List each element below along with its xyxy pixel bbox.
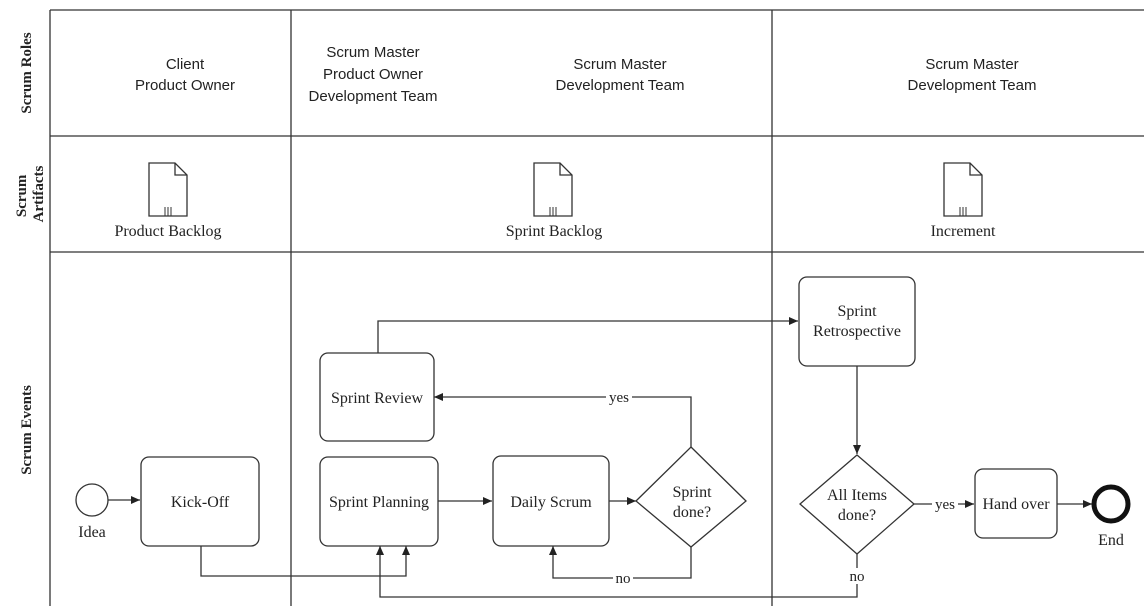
daily-scrum-label: Daily Scrum (510, 494, 592, 511)
sprint-done-gateway (635, 446, 747, 548)
retrospective-label: Retrospective (813, 323, 901, 340)
end-label: End (1098, 532, 1124, 549)
role-text: Client (166, 56, 205, 73)
increment-label: Increment (931, 223, 996, 240)
edge-label-no: no (616, 571, 631, 587)
roles-sprint-planning: Scrum Master Product Owner Development T… (309, 44, 438, 105)
all-items-label: done? (838, 507, 876, 524)
lane-label-events: Scrum Events (19, 385, 35, 475)
lane-grid (49, 9, 1144, 606)
roles-retro: Scrum Master Development Team (908, 56, 1037, 94)
sprint-retrospective-task (798, 276, 916, 367)
sprint-review-task (319, 352, 435, 442)
lane-label-artifacts: Scrum Artifacts (14, 166, 47, 223)
document-icon (148, 162, 188, 217)
roles-sprint: Scrum Master Development Team (556, 56, 685, 94)
daily-scrum-task (492, 455, 610, 547)
kickoff-label: Kick-Off (171, 494, 230, 511)
start-event-circle (75, 483, 109, 517)
sprint-done-label: done? (673, 504, 711, 521)
roles-client-po: Client Product Owner (135, 56, 235, 94)
kickoff-task (140, 456, 260, 547)
idea-label: Idea (78, 524, 106, 541)
lane-label-roles: Scrum Roles (19, 32, 35, 113)
hand-over-task (974, 468, 1058, 539)
product-backlog-label: Product Backlog (114, 223, 221, 240)
edge-label-yes: yes (935, 497, 955, 513)
sprint-planning-task (319, 456, 439, 547)
role-text: Development Team (556, 77, 685, 94)
document-icon (943, 162, 983, 217)
sprint-backlog-label: Sprint Backlog (506, 223, 602, 240)
role-text: Scrum Master (573, 56, 666, 73)
role-text: Product Owner (135, 77, 235, 94)
edge-label-no: no (850, 569, 865, 585)
document-icon (533, 162, 573, 217)
role-text: Scrum Master (326, 44, 419, 61)
sprint-review-label: Sprint Review (331, 390, 423, 407)
sprint-planning-label: Sprint Planning (329, 494, 429, 511)
end-event-circle (1091, 484, 1131, 524)
hand-over-label: Hand over (982, 496, 1050, 513)
role-text: Product Owner (323, 66, 423, 83)
edge-label-yes: yes (609, 390, 629, 406)
sprint-done-label: Sprint (672, 484, 712, 501)
retrospective-label: Sprint (837, 303, 877, 320)
role-text: Scrum Master (925, 56, 1018, 73)
all-items-done-gateway (799, 454, 915, 555)
role-text: Development Team (908, 77, 1037, 94)
all-items-label: All Items (827, 487, 887, 504)
role-text: Development Team (309, 88, 438, 105)
